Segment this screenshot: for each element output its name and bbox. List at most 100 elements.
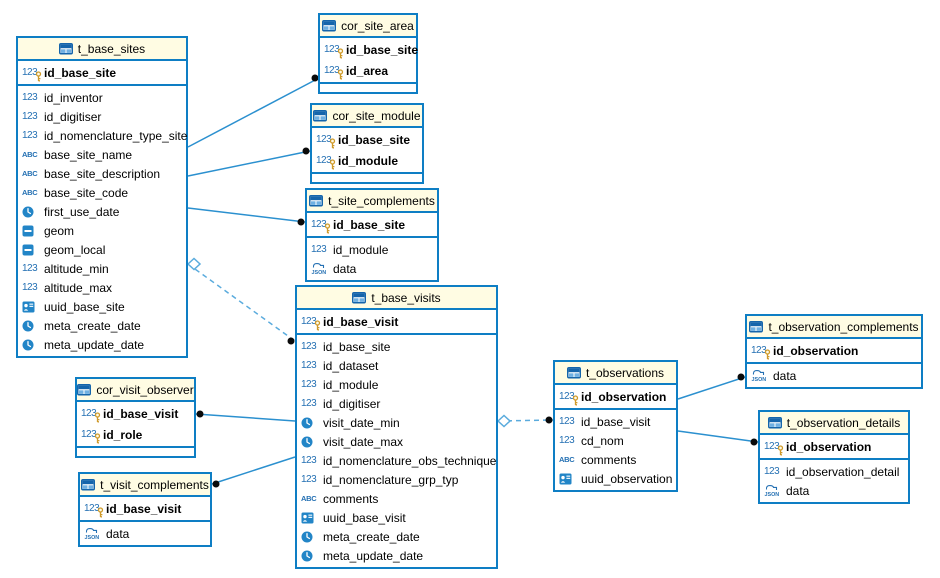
table-header[interactable]: t_observation_complements xyxy=(747,316,921,339)
column-name: visit_date_max xyxy=(323,434,404,449)
column-row-geom[interactable]: geom xyxy=(18,221,186,240)
relationship-t_visit_complements--t_base_visits[interactable] xyxy=(211,456,296,488)
column-row-uuid_base_visit[interactable]: uuid_base_visit xyxy=(297,508,496,527)
table-header[interactable]: t_base_sites xyxy=(18,38,186,61)
relationship-line[interactable] xyxy=(187,150,311,177)
column-name: id_nomenclature_type_site xyxy=(44,128,188,143)
relationship-line[interactable] xyxy=(677,430,759,443)
table-title: t_visit_complements xyxy=(100,477,209,492)
text-type-icon-wrap: ABC xyxy=(301,492,320,506)
column-name: uuid_base_visit xyxy=(323,510,406,525)
columns-section xyxy=(77,448,194,456)
relationship-line[interactable] xyxy=(187,77,320,148)
relationship-line[interactable] xyxy=(187,207,306,223)
relationship-t_base_sites--cor_site_module[interactable] xyxy=(187,147,311,177)
number-type-icon-wrap: 123 xyxy=(301,340,320,354)
table-header[interactable]: t_base_visits xyxy=(297,287,496,310)
column-row-visit_date_max[interactable]: visit_date_max xyxy=(297,432,496,451)
column-row-uuid_observation[interactable]: uuid_observation xyxy=(555,469,676,488)
relationship-line[interactable] xyxy=(195,413,296,422)
column-row-meta_create_date[interactable]: meta_create_date xyxy=(297,527,496,546)
relationship-t_base_visits--t_observations[interactable] xyxy=(496,414,554,428)
column-row-geom_local[interactable]: geom_local xyxy=(18,240,186,259)
relationship-t_observations--t_observation_details[interactable] xyxy=(677,430,759,446)
table-header[interactable]: t_site_complements xyxy=(307,190,437,213)
column-name: comments xyxy=(581,452,637,467)
column-row-uuid_base_site[interactable]: uuid_base_site xyxy=(18,297,186,316)
relationship-line[interactable] xyxy=(187,263,296,342)
table-header[interactable]: cor_visit_observer xyxy=(77,379,194,402)
relationship-t_observations--t_observation_complements[interactable] xyxy=(677,373,746,400)
column-row-visit_date_min[interactable]: visit_date_min xyxy=(297,413,496,432)
relationship-t_base_sites--cor_site_area[interactable] xyxy=(187,74,320,148)
table-header[interactable]: cor_site_area xyxy=(320,15,416,38)
primary-key-icon xyxy=(93,432,102,447)
relationship-t_base_sites--t_site_complements[interactable] xyxy=(187,207,306,226)
json-type-icon-wrap: JSON xyxy=(751,369,770,383)
column-row-meta_update_date[interactable]: meta_update_date xyxy=(18,335,186,354)
column-name: base_site_description xyxy=(44,166,161,181)
primary-key-icon xyxy=(34,70,43,85)
geometry-type-icon xyxy=(22,244,34,256)
table-header[interactable]: t_observations xyxy=(555,362,676,385)
column-name: id_digitiser xyxy=(323,396,381,411)
column-row-meta_create_date[interactable]: meta_create_date xyxy=(18,316,186,335)
column-row-meta_update_date[interactable]: meta_update_date xyxy=(297,546,496,565)
relationship-line[interactable] xyxy=(677,376,746,400)
relationship-line[interactable] xyxy=(211,456,296,485)
table-header[interactable]: t_visit_complements xyxy=(80,474,210,497)
table-header[interactable]: t_observation_details xyxy=(760,412,908,435)
column-row-first_use_date[interactable]: first_use_date xyxy=(18,202,186,221)
table-header[interactable]: cor_site_module xyxy=(312,105,422,128)
relationship-cor_visit_observer--t_base_visits[interactable] xyxy=(195,410,296,422)
relationship-t_base_sites--t_base_visits[interactable] xyxy=(186,257,296,345)
